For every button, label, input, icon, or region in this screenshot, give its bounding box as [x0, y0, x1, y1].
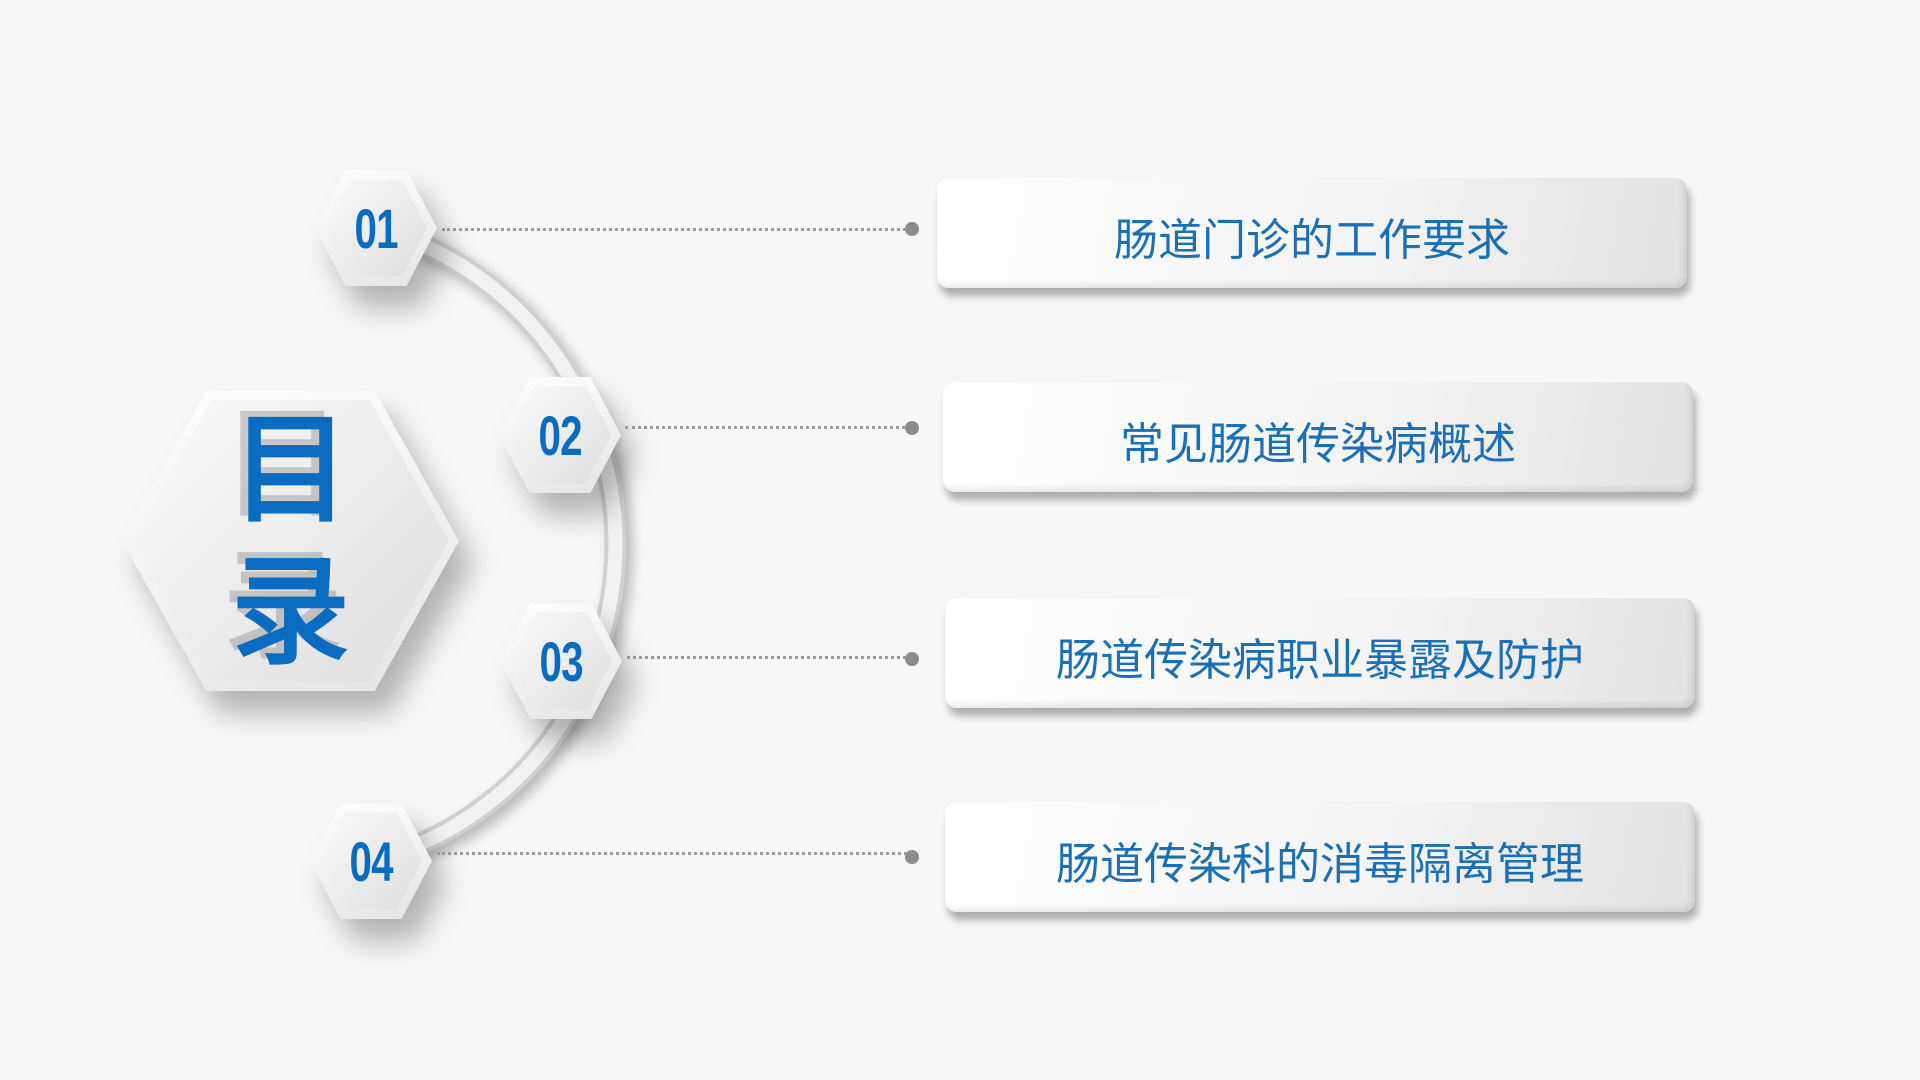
- item-number: 02: [538, 403, 582, 467]
- toc-item-label: 常见肠道传染病概述: [1120, 419, 1516, 470]
- toc-item-2[interactable]: 常见肠道传染病概述: [943, 382, 1693, 492]
- item-number: 03: [539, 629, 583, 693]
- connector-dot: [905, 652, 919, 666]
- toc-item-label: 肠道传染病职业暴露及防护: [1056, 635, 1584, 686]
- connector-dot: [905, 222, 919, 236]
- number-badge-03: 03: [500, 603, 622, 719]
- dotted-connector: [625, 426, 912, 429]
- connector-dot: [905, 850, 919, 864]
- toc-item-1[interactable]: 肠道门诊的工作要求: [937, 178, 1687, 288]
- title-char-2: 录: [231, 542, 350, 681]
- number-badge-01: 01: [315, 170, 437, 286]
- title-char-1: 目: [231, 400, 350, 540]
- toc-title-hexagon: 目录: [122, 391, 459, 691]
- dotted-connector: [627, 656, 912, 659]
- number-badge-02: 02: [499, 377, 621, 493]
- item-number: 04: [349, 829, 393, 893]
- toc-item-4[interactable]: 肠道传染科的消毒隔离管理: [945, 802, 1695, 912]
- connector-dot: [905, 421, 919, 435]
- toc-item-label: 肠道门诊的工作要求: [1114, 215, 1510, 266]
- item-number: 01: [354, 196, 398, 260]
- number-badge-04: 04: [310, 803, 432, 919]
- toc-item-label: 肠道传染科的消毒隔离管理: [1056, 839, 1584, 890]
- dotted-connector: [442, 228, 912, 231]
- dotted-connector: [437, 852, 912, 855]
- toc-item-3[interactable]: 肠道传染病职业暴露及防护: [945, 598, 1695, 708]
